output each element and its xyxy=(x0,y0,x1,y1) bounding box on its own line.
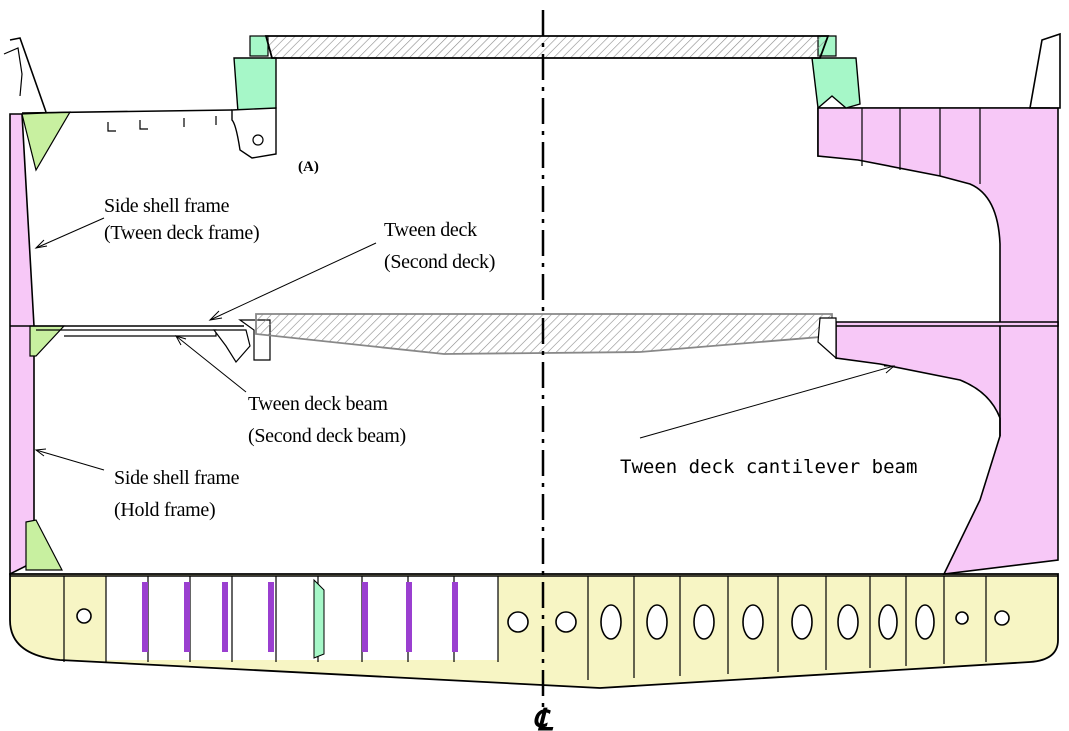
annotations: (A) Side shell frame (Tween deck frame) … xyxy=(104,159,917,521)
centerline-symbol: ℄ xyxy=(533,704,554,731)
label-tween-beam-2: (Second deck beam) xyxy=(248,425,406,447)
upper-hatch-cover xyxy=(264,35,830,59)
lightening-holes xyxy=(76,604,1010,640)
double-bottom xyxy=(9,573,1059,689)
label-side-frame-tween-1: Side shell frame xyxy=(104,195,230,217)
label-side-frame-hold-1: Side shell frame xyxy=(114,467,240,489)
label-tween-deck-1: Tween deck xyxy=(384,219,477,241)
tween-deck-left xyxy=(10,319,271,364)
label-side-frame-hold-2: (Hold frame) xyxy=(114,499,215,521)
cantilever-beam-right xyxy=(834,321,1059,575)
label-a: (A) xyxy=(298,159,319,175)
right-upper-side-structure xyxy=(817,32,1061,327)
upper-hatch-coamings xyxy=(231,35,861,159)
leader-lines xyxy=(34,217,896,471)
label-cantilever: Tween deck cantilever beam xyxy=(620,456,917,478)
label-tween-deck-2: (Second deck) xyxy=(384,251,495,273)
left-side-shell xyxy=(3,37,72,576)
purple-stiffeners xyxy=(142,582,458,652)
centerline: ℄ xyxy=(533,10,554,731)
label-side-frame-tween-2: (Tween deck frame) xyxy=(104,222,259,244)
label-tween-beam-1: Tween deck beam xyxy=(248,393,388,415)
